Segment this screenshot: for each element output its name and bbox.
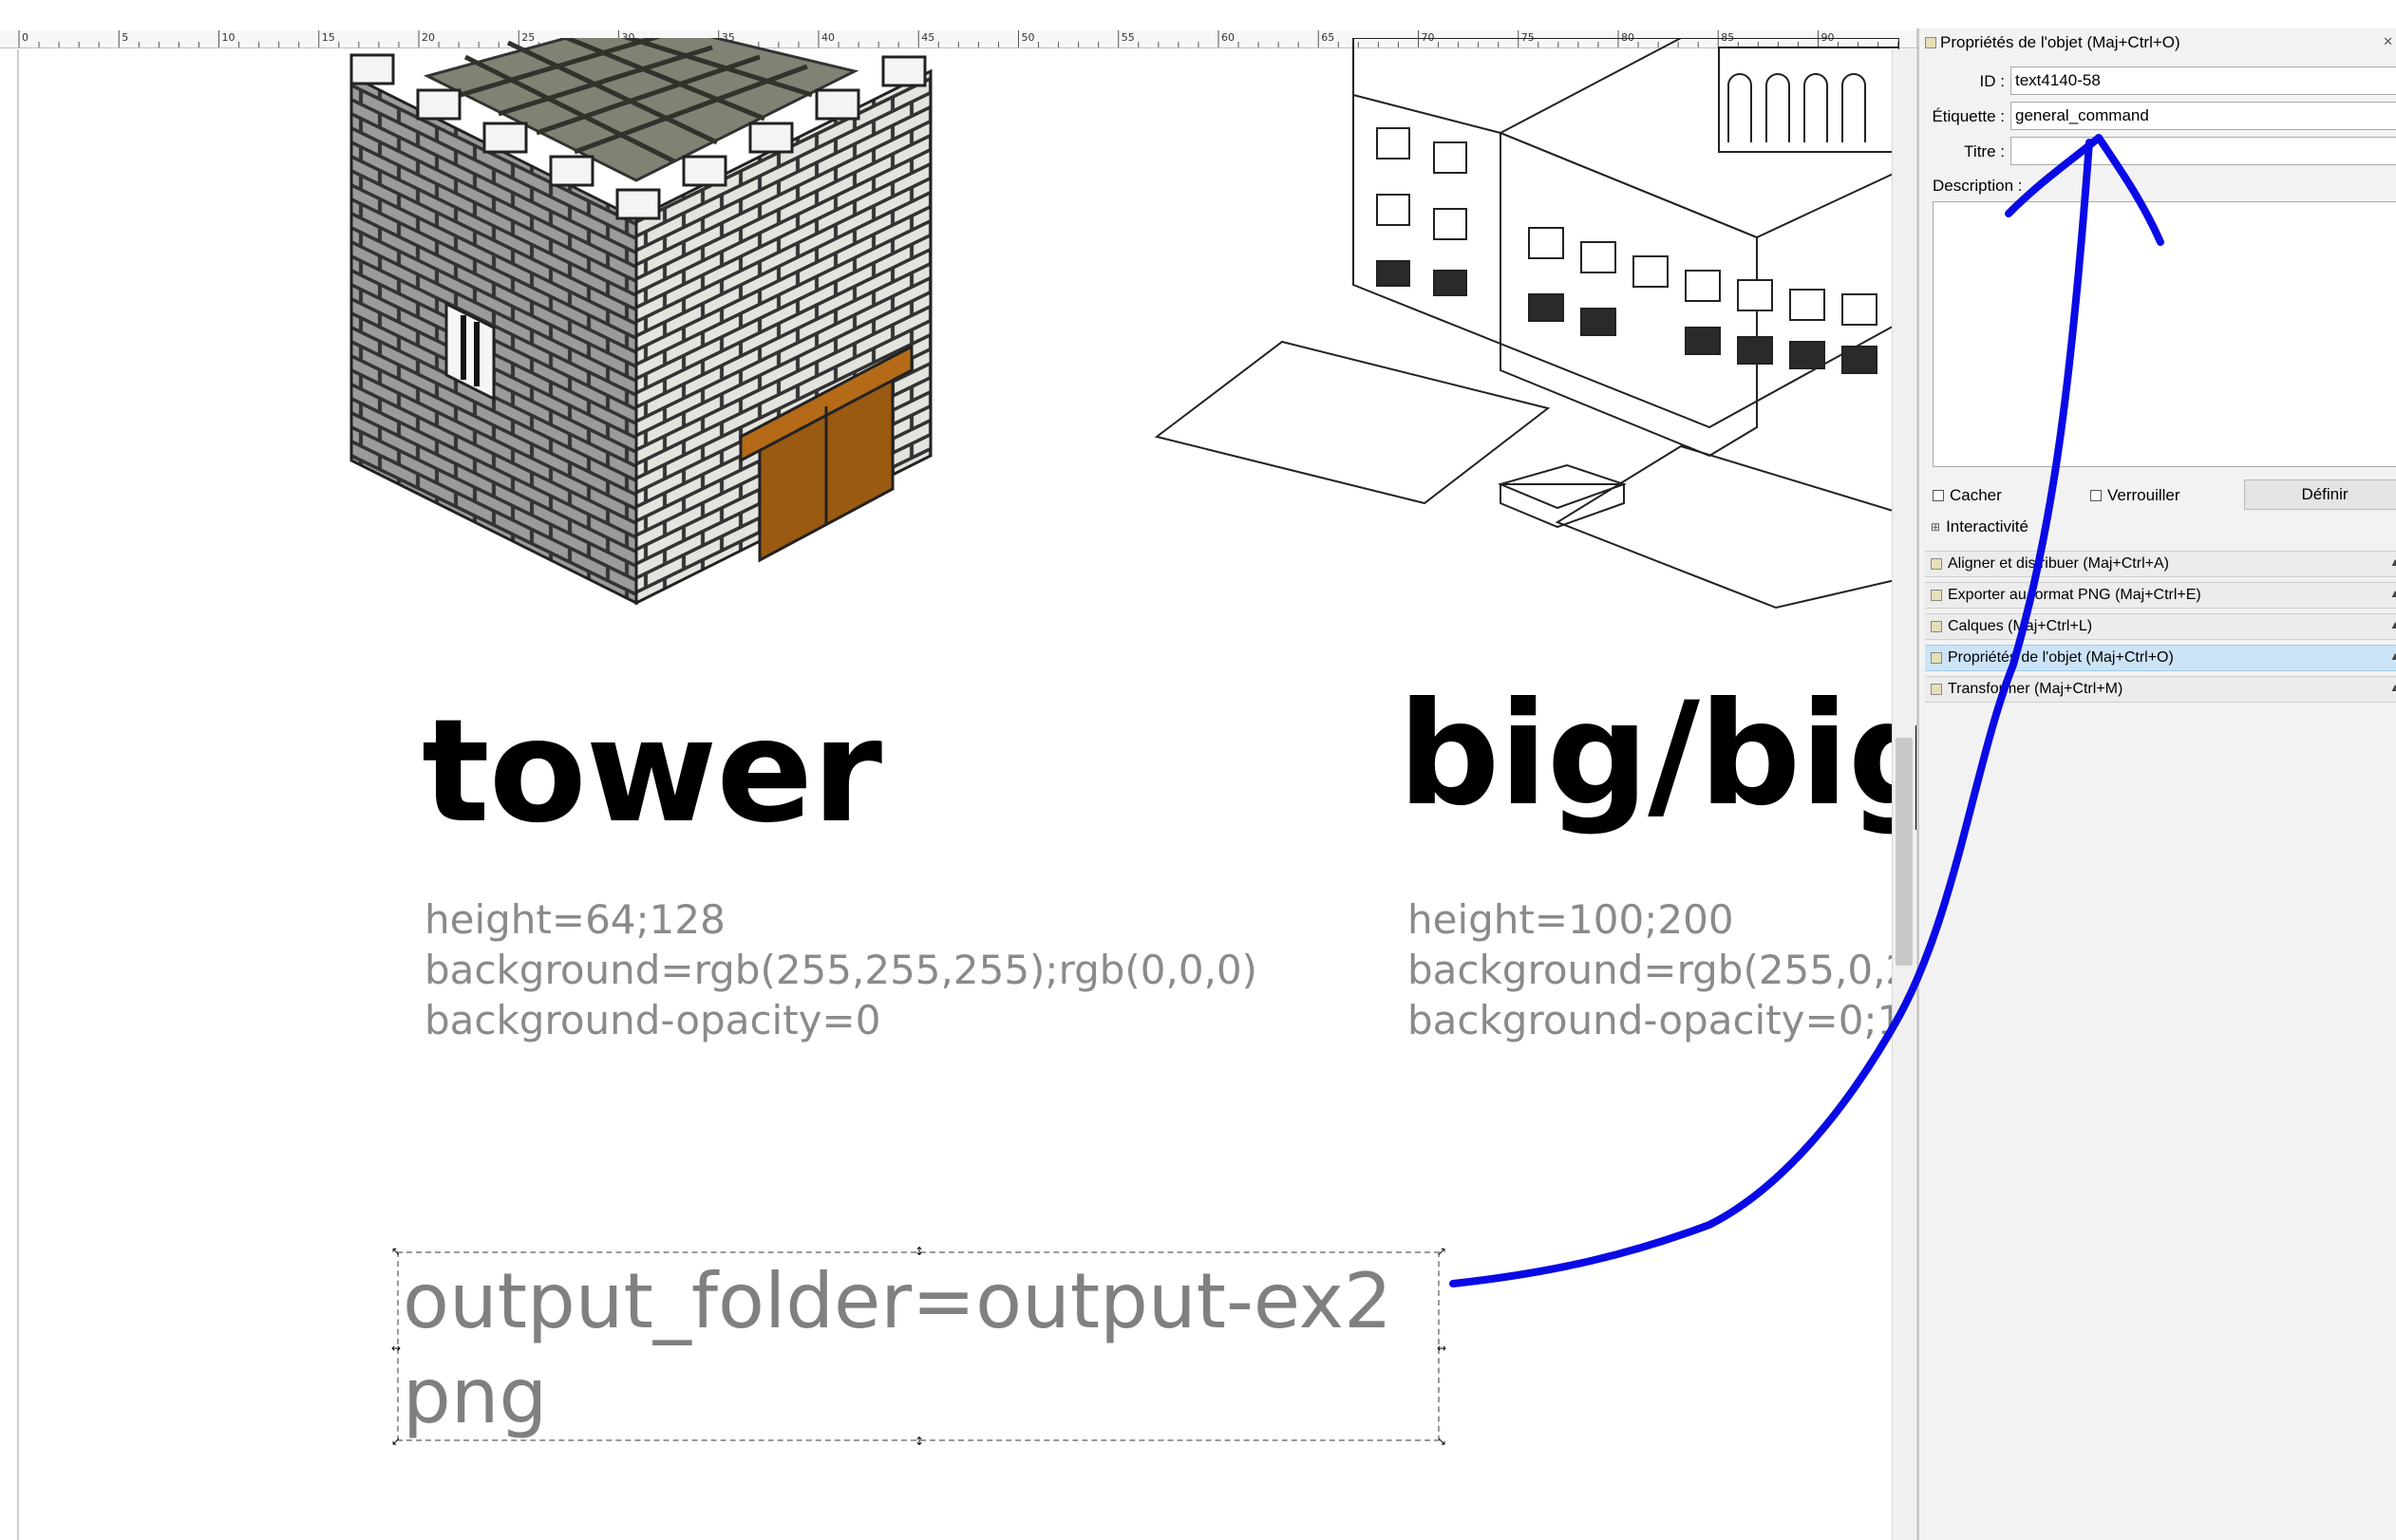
collapse-arrow-icon[interactable]: ▲ <box>2389 649 2396 663</box>
resize-handle-top-left[interactable]: ↖ <box>390 1245 402 1258</box>
ruler-label: 10 <box>222 31 236 44</box>
collapse-arrow-icon[interactable]: ▲ <box>2389 681 2396 694</box>
sprite-title-big[interactable]: big/big <box>1398 672 1916 837</box>
ruler-label: 55 <box>1122 31 1135 44</box>
collapse-arrow-icon[interactable]: ▲ <box>2389 587 2396 600</box>
ruler-label: 60 <box>1221 31 1235 44</box>
ruler-label: 25 <box>521 31 535 44</box>
building-image[interactable] <box>1149 38 1899 636</box>
hide-checkbox[interactable]: Cacher <box>1933 486 2002 505</box>
dock-transform[interactable]: Transformer (Maj+Ctrl+M) ▲ <box>1925 676 2396 703</box>
checkbox-box[interactable] <box>2090 490 2102 501</box>
tower-image[interactable] <box>342 38 950 617</box>
define-button[interactable]: Définir <box>2244 479 2396 510</box>
export-png-icon <box>1931 590 1942 601</box>
dock-label: Propriétés de l'objet (Maj+Ctrl+O) <box>1948 649 2174 666</box>
param-line: height=100;200 <box>1407 896 1734 943</box>
interactivity-label: Interactivité <box>1946 517 2028 535</box>
object-properties-panel: Propriétés de l'objet (Maj+Ctrl+O) ✕ ID … <box>1916 28 2396 1540</box>
resize-handle-bottom-left[interactable]: ↙ <box>390 1435 402 1448</box>
vertical-scrollbar[interactable] <box>1892 49 1915 1540</box>
layers-icon <box>1931 621 1942 632</box>
dock-label: Aligner et distribuer (Maj+Ctrl+A) <box>1948 555 2169 572</box>
panel-title: Propriétés de l'objet (Maj+Ctrl+O) <box>1925 32 2180 53</box>
lock-label: Verrouiller <box>2107 486 2180 504</box>
transform-icon <box>1931 684 1942 695</box>
selected-text-object[interactable]: output_folder=output-ex2 png <box>397 1251 1440 1441</box>
resize-handle-top-right[interactable]: ↗ <box>1436 1245 1447 1258</box>
ruler-label: 5 <box>122 31 128 44</box>
checkbox-box[interactable] <box>1933 490 1944 501</box>
param-line: background-opacity=0 <box>424 997 881 1043</box>
resize-handle-left[interactable]: ↔ <box>390 1342 402 1355</box>
ruler-label: 45 <box>921 31 934 44</box>
param-line: background=rgb(255,255,255);rgb(0,0,0) <box>424 947 1258 993</box>
label-label: Étiquette : <box>1932 107 2005 125</box>
resize-handle-right[interactable]: ↔ <box>1436 1342 1447 1355</box>
title-label: Titre : <box>1964 142 2005 160</box>
hide-label: Cacher <box>1950 486 2002 504</box>
title-field[interactable] <box>2010 137 2396 165</box>
object-properties-icon <box>1925 37 1936 48</box>
dock-label: Exporter au format PNG (Maj+Ctrl+E) <box>1948 587 2201 603</box>
lock-checkbox[interactable]: Verrouiller <box>2090 486 2180 505</box>
close-icon[interactable]: ✕ <box>2383 34 2393 48</box>
page-border <box>17 49 19 1540</box>
object-properties-icon <box>1931 652 1942 664</box>
tower-window <box>444 301 496 402</box>
param-line: height=64;128 <box>424 896 726 943</box>
dock-align[interactable]: Aligner et distribuer (Maj+Ctrl+A) ▲ <box>1925 551 2396 577</box>
param-line: background-opacity=0;1 <box>1407 997 1903 1043</box>
resize-handle-top[interactable]: ↕ <box>914 1245 925 1258</box>
param-line: background=rgb(255,0,2 <box>1407 947 1912 993</box>
collapse-arrow-icon[interactable]: ▲ <box>2389 555 2396 569</box>
resize-handle-bottom[interactable]: ↕ <box>914 1435 925 1448</box>
ruler-label: 15 <box>322 31 335 44</box>
expand-plus-icon[interactable]: ⊞ <box>1931 520 1941 534</box>
id-label: ID : <box>1979 72 2005 90</box>
align-icon <box>1931 558 1942 570</box>
interactivity-expander[interactable]: ⊞ Interactivité <box>1931 517 2028 536</box>
dock-label: Calques (Maj+Ctrl+L) <box>1948 618 2093 634</box>
id-field[interactable] <box>2010 66 2396 95</box>
ruler-label: 65 <box>1321 31 1334 44</box>
label-field[interactable] <box>2010 102 2396 130</box>
ruler-label: 50 <box>1022 31 1035 44</box>
scrollbar-thumb[interactable] <box>1896 738 1913 966</box>
selected-text-line: png <box>403 1352 548 1440</box>
selected-text-line: output_folder=output-ex2 <box>403 1257 1392 1345</box>
description-textarea[interactable] <box>1933 201 2396 467</box>
ruler-label: 20 <box>422 31 435 44</box>
dock-layers[interactable]: Calques (Maj+Ctrl+L) ▲ <box>1925 613 2396 640</box>
sprite-params-tower[interactable]: height=64;128 background=rgb(255,255,255… <box>424 894 1257 1045</box>
collapse-arrow-icon[interactable]: ▲ <box>2389 618 2396 631</box>
drawing-canvas[interactable]: 051015202530354045505560657075808590 <box>0 0 1916 1540</box>
dock-export-png[interactable]: Exporter au format PNG (Maj+Ctrl+E) ▲ <box>1925 582 2396 609</box>
ruler-label: 0 <box>22 31 28 44</box>
panel-title-label: Propriétés de l'objet (Maj+Ctrl+O) <box>1940 33 2180 51</box>
dock-object-properties[interactable]: Propriétés de l'objet (Maj+Ctrl+O) ▲ <box>1925 645 2396 671</box>
sprite-title-tower[interactable]: tower <box>422 689 882 855</box>
resize-handle-bottom-right[interactable]: ↘ <box>1436 1435 1447 1448</box>
ruler-label: 40 <box>821 31 835 44</box>
sprite-params-big[interactable]: height=100;200 background=rgb(255,0,2 ba… <box>1407 894 1911 1045</box>
dock-label: Transformer (Maj+Ctrl+M) <box>1948 681 2123 697</box>
description-label: Description : <box>1933 177 2023 195</box>
